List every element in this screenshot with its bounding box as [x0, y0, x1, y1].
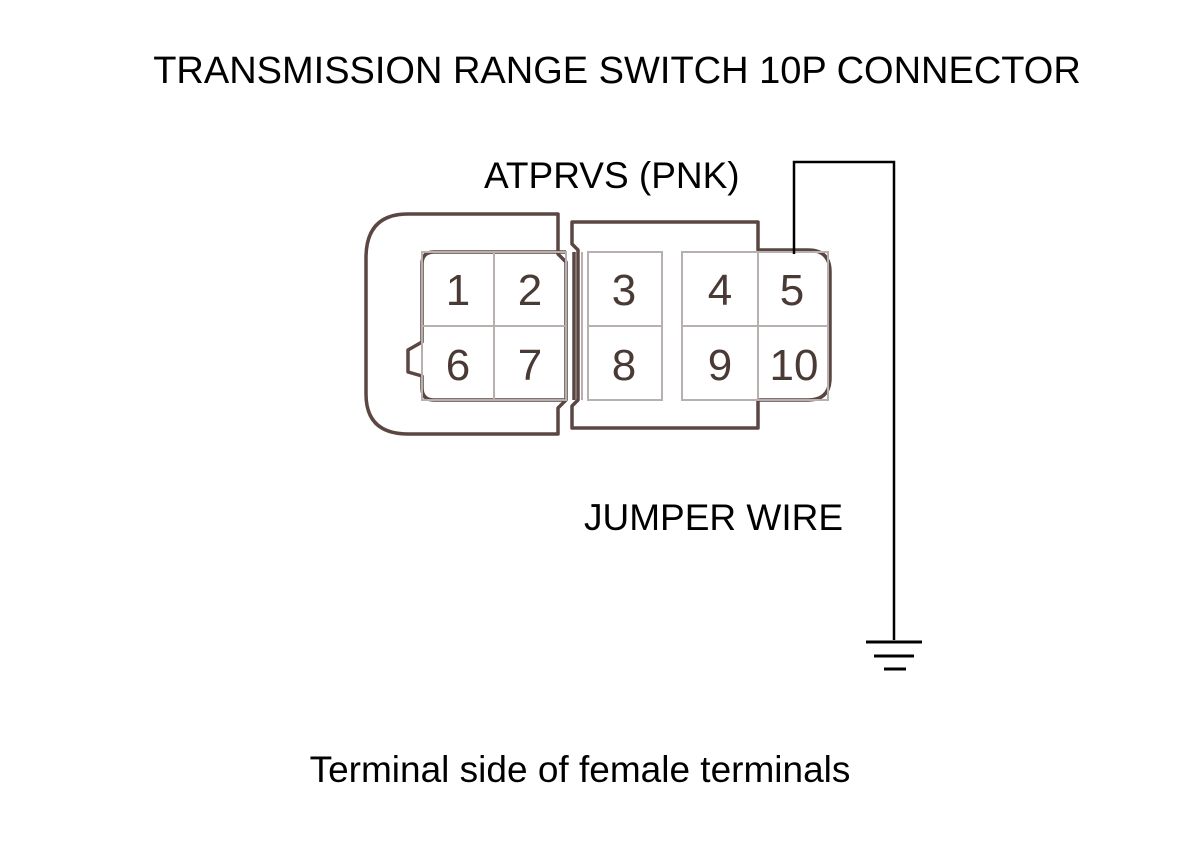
terminal-number: 6	[446, 341, 470, 390]
terminal-cell-10	[757, 325, 829, 401]
terminal-number: 10	[770, 341, 819, 390]
terminal-number: 4	[708, 266, 732, 315]
ground-icon	[866, 640, 922, 671]
terminal-cell-7	[493, 325, 567, 401]
terminal-number: 9	[708, 341, 732, 390]
terminal-number: 7	[518, 341, 542, 390]
terminal-number: 2	[518, 266, 542, 315]
terminal-number: 8	[612, 341, 636, 390]
wire-label: ATPRVS (PNK)	[484, 155, 740, 196]
terminal-number: 5	[780, 266, 804, 315]
housing-left-section	[364, 212, 568, 436]
terminal-number: 1	[446, 266, 470, 315]
housing-inner-frame	[406, 250, 566, 402]
terminal-number: 3	[612, 266, 636, 315]
diagram-title: TRANSMISSION RANGE SWITCH 10P CONNECTOR	[153, 50, 1081, 92]
diagram-caption: Terminal side of female terminals	[310, 749, 851, 790]
jumper-wire	[792, 160, 896, 640]
terminal-numbers: 1 2 3 4 5 6 7 8 9 10	[446, 266, 819, 390]
jumper-wire-label: JUMPER WIRE	[584, 497, 843, 538]
